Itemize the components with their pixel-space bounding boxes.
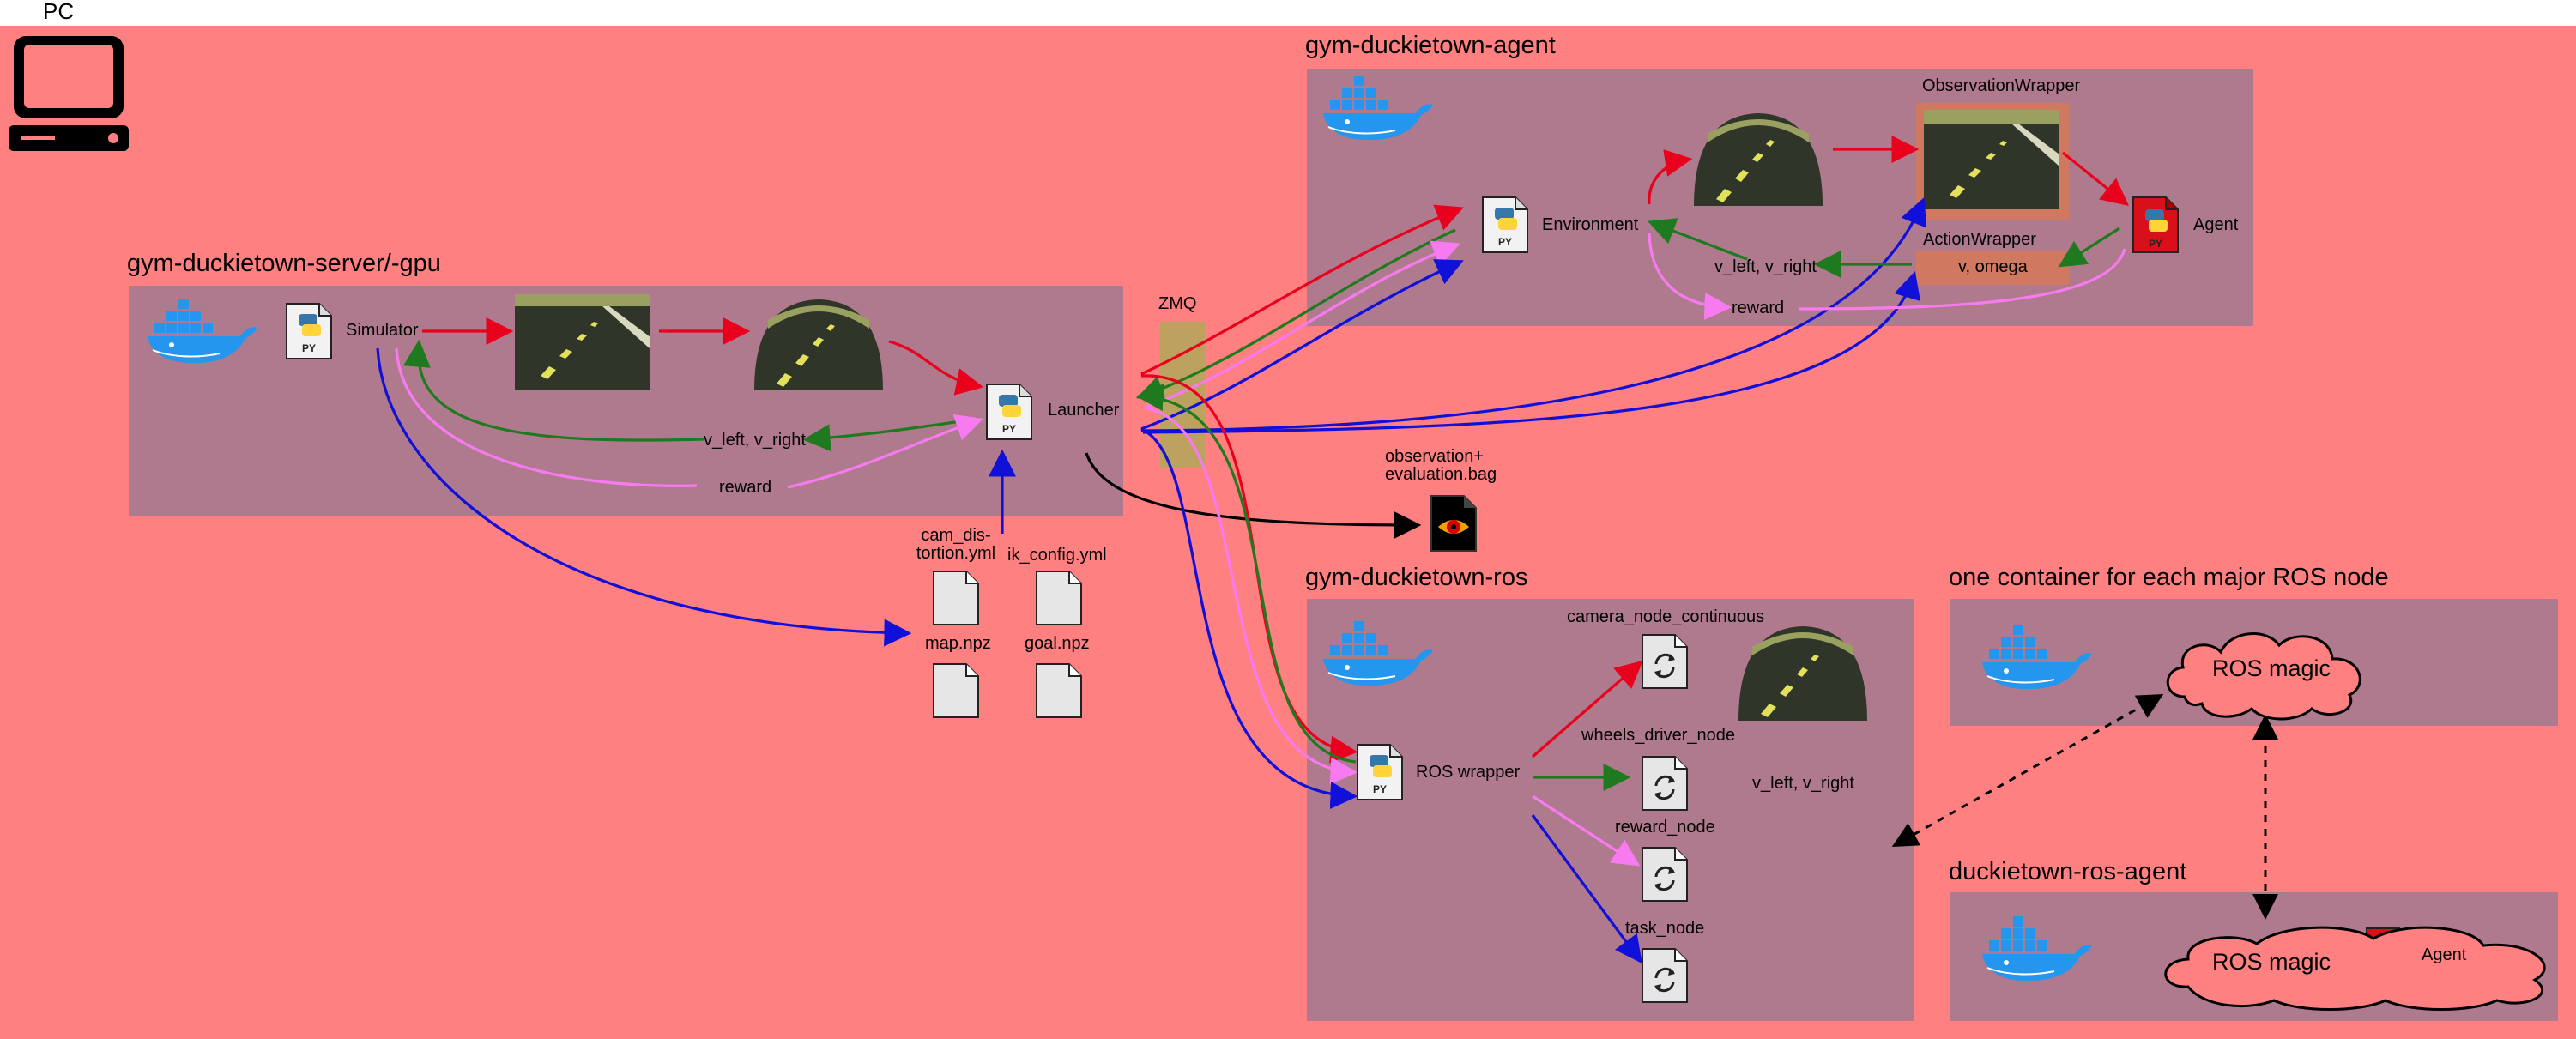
server-v-left-right-label: v_left, v_right [704,431,806,450]
cam-distortion-label: cam_dis- tortion.yml [916,526,996,563]
v-omega-label: v, omega [1958,257,2028,276]
camera-image-distorted [751,294,886,390]
simulator-label: Simulator [346,321,419,340]
launcher-label: Launcher [1048,401,1120,420]
observation-image [1924,110,2059,209]
ros-wrapper-label: ROS wrapper [1416,763,1521,782]
agent-camera-image-distorted [1690,108,1826,206]
agent-container-title: gym-duckietown-agent [1305,32,1556,59]
svg-text:PY: PY [1373,783,1387,795]
agent-reward-label: reward [1732,299,1785,317]
server-reward-label: reward [719,478,772,497]
ros-agent-container-title: duckietown-ros-agent [1949,858,2187,885]
reward-node-label: reward_node [1615,818,1715,837]
action-wrapper-label: ActionWrapper [1923,230,2036,249]
camera-node-label: camera_node_continuous [1567,607,1765,626]
task-node-label: task_node [1625,919,1705,938]
server-container-title: gym-duckietown-server/-gpu [127,250,441,277]
environment-label: Environment [1542,215,1639,234]
ros-nodes-container-title: one container for each major ROS node [1949,564,2389,591]
pc-label: PC [43,0,75,24]
agent-label: Agent [2193,215,2239,234]
ros-magic-label: ROS magic [2212,655,2331,681]
ros-magic-label: ROS magic [2212,949,2331,975]
wheels-driver-node-label: wheels_driver_node [1581,726,1736,745]
map-label: map.npz [925,634,991,653]
agent-v-left-right-label: v_left, v_right [1714,257,1817,276]
svg-text:PY: PY [1498,236,1512,248]
svg-text:PY: PY [1002,423,1016,435]
observation-wrapper-label: ObservationWrapper [1922,76,2081,95]
svg-text:PY: PY [302,342,316,354]
ik-config-label: ik_config.yml [1007,546,1107,565]
svg-text:PY: PY [2149,238,2162,250]
camera-image-flat [515,294,650,390]
bag-label: observation+ evaluation.bag [1385,447,1497,484]
ros-v-left-right-label: v_left, v_right [1752,774,1854,793]
ros-camera-image [1735,621,1871,721]
goal-label: goal.npz [1025,634,1090,653]
ros-container-title: gym-duckietown-ros [1305,564,1528,591]
zmq-label: ZMQ [1158,294,1197,313]
action-wrapper-box [1916,251,2069,285]
ros-agent-label: Agent [2422,945,2467,964]
